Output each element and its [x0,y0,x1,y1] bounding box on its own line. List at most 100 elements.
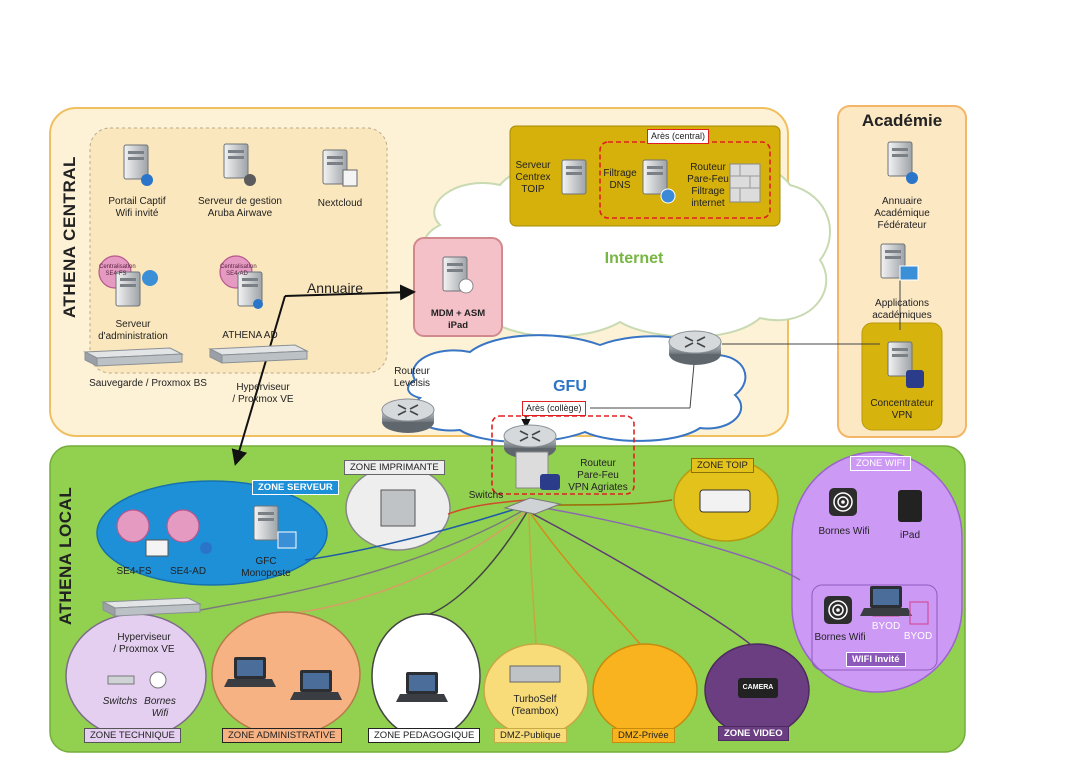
local-switchs-label: Switchs [102,696,138,707]
zone-video-label: ZONE VIDEO [718,726,789,741]
windows-icon [145,539,169,557]
wifi-bornes-label-2: Bornes Wifi [814,632,866,643]
ares-central-title: Arès (central) [647,129,710,144]
vpn-concentrator-box [861,322,943,431]
byod-label-2: BYOD [903,631,933,642]
ares-college-title: Arès (collège) [522,401,586,416]
chart-icon [142,270,158,286]
dns-label: Filtrage DNS [603,168,637,191]
camera-icon [738,678,778,698]
turboself-icon [509,665,561,683]
athena-central-title: ATHENA CENTRAL [60,156,79,318]
se4fs-label: SE4-FS [116,566,152,577]
college-switchs-label: Switchs [468,490,504,501]
dmz-publique-label: DMZ-Publique [494,728,567,743]
vpn-label: Concentrateur VPN [870,398,934,421]
zone-wifi-label: ZONE WIFI [850,456,912,471]
annuaire-label: Annuaire [306,280,364,296]
printer-icon [380,489,416,527]
aruba-server-icon [223,143,249,179]
firewall-label: Routeur Pare-Feu Filtrage internet [687,162,729,209]
user-icon-local [200,542,212,554]
turboself-label: TurboSelf (Teambox) [511,694,559,717]
portail-label: Portail Captif Wifi invité [108,196,166,219]
zone-administrative-label: ZONE ADMINISTRATIVE [222,728,342,743]
ares-college-dashed [491,415,635,495]
byod-tablet-icon [909,601,929,625]
local-switch-icon [107,675,135,685]
admin-server-label: Serveur d'administration [98,319,168,342]
mdm-sub-label: iPad [447,320,469,331]
ipad-icon [898,490,922,522]
nextcloud-label: Nextcloud [317,198,363,209]
camera-label: CAMERA [742,684,774,691]
sauvegarde-label: Sauvegarde / Proxmox BS [89,378,207,389]
wifi-invite-label: WIFI Invité [846,652,906,667]
aruba-label: Serveur de gestion Aruba Airwave [198,196,282,219]
hyperviseur-label: Hyperviseur / Proxmox VE [232,382,294,405]
gfc-server-icon [253,505,279,541]
switch-icon [503,497,562,515]
zone-pedagogique-label: ZONE PEDAGOGIQUE [368,728,481,743]
search-icon [660,188,676,204]
internet-label: Internet [604,250,664,267]
user-icon-academie [906,172,918,184]
zone-imprimante-label: ZONE IMPRIMANTE [344,460,445,475]
gfu-label: GFU [553,378,587,395]
academie-title: Académie [861,111,943,130]
dns-server-icon [642,159,668,195]
badge-fs-text: Centralisation SE4-FS [99,264,136,277]
applications-label: Applications académiques [872,298,932,321]
apps-window-icon [899,265,919,281]
central-servers-group [89,127,388,374]
local-bornes-label: Bornes Wifi [144,696,176,719]
mdm-label: MDM + ASM [430,308,486,319]
zone-toip-label: ZONE TOIP [691,458,754,473]
se4ad-badge [166,509,200,543]
college-firewall-label: Routeur Pare-Feu VPN Agriates [568,458,628,493]
gfc-window-icon [277,531,297,549]
wifi-ap-icon-2 [823,595,853,625]
athena-ad-label: ATHENA AD [222,330,278,341]
wifi-ap-icon [828,487,858,517]
toip-server-icon [561,159,587,195]
firewall-bricks-icon [730,164,760,202]
document-icon [342,169,358,187]
gfc-label: GFC Monoposte [241,556,291,579]
zone-technique-label: ZONE TECHNIQUE [84,728,181,743]
wifi-ipad-label: iPad [899,530,920,541]
toip-label: Serveur Centrex TOIP [515,160,551,195]
firewall-icon [729,163,761,203]
dmz-privee-label: DMZ-Privée [612,728,675,743]
routeur-levelsis-label: Routeur Levelsis [393,366,431,389]
se4fs-badge [116,509,150,543]
user-icon [253,299,263,309]
wifi-badge-icon [141,174,153,186]
vpn-key-icon [540,474,560,490]
annuaire-arrow-down [231,295,286,466]
annuaire-academique-icon [887,141,913,177]
dmz-privee-shape [592,643,698,737]
annuaire-arrow-right [284,284,416,301]
internet-router-icon [668,330,722,366]
apple-icon [458,278,474,294]
gear-icon [244,174,256,186]
se4ad-label: SE4-AD [169,566,207,577]
wifi-bornes-label-1: Bornes Wifi [818,526,870,537]
dmz-publique-shape [483,643,589,737]
badge-ad-text: Centralisation SE4-AD [220,264,257,277]
athena-local-title: ATHENA LOCAL [56,486,75,625]
byod-label-1: BYOD [871,621,901,632]
vpn-key-icon-academie [906,370,924,388]
phone-icon [699,489,751,513]
annuaire-academique-label: Annuaire Académique Fédérateur [874,196,930,231]
link-router-up [689,363,695,409]
zone-serveur-label: ZONE SERVEUR [252,480,339,495]
local-hyperviseur-label: Hyperviseur / Proxmox VE [113,632,175,655]
local-bornes-icon [149,671,167,689]
wifi-invite-area [811,584,938,671]
gfu-cloud [407,334,747,443]
portail-server-icon [123,144,149,180]
levelsis-router-icon [381,398,435,434]
